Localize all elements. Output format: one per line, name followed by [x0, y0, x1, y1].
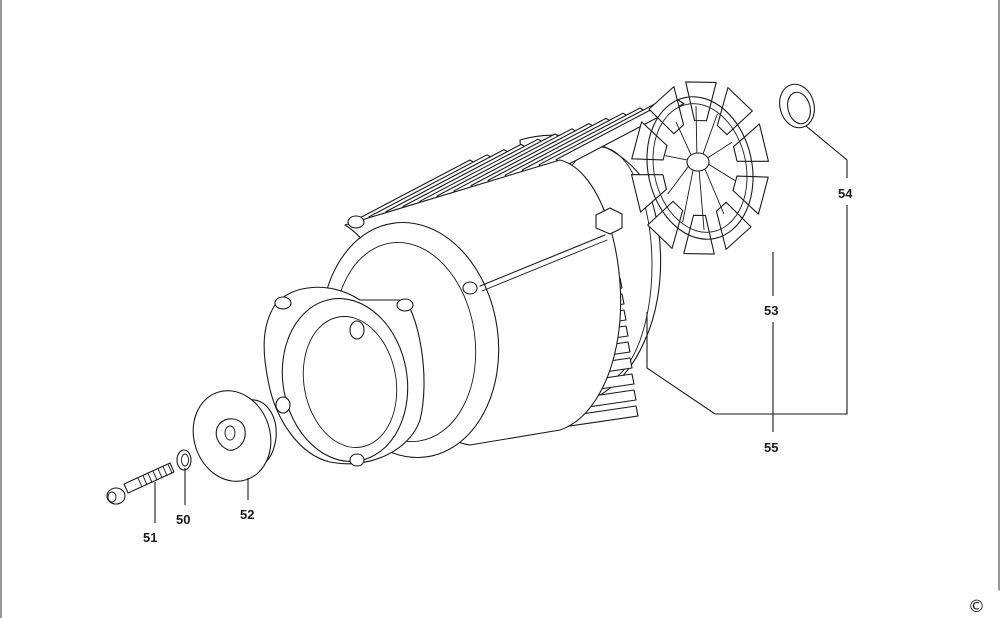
tie-rod-edge: [481, 239, 608, 292]
flange-plate-cam: [215, 418, 246, 451]
fan-blade: [715, 201, 752, 250]
fan-blade: [647, 200, 684, 249]
fan-spoke: [667, 165, 690, 195]
fan-spoke: [702, 113, 718, 155]
thread: [147, 472, 153, 483]
fan-ring-inner: [652, 103, 748, 233]
callout-55: 55: [764, 440, 778, 455]
fan-blade: [648, 86, 685, 135]
fan-spoke: [706, 141, 733, 159]
washer-inner: [181, 453, 189, 467]
fan-blade: [685, 81, 717, 122]
boss: [274, 296, 292, 310]
flange-plate: [192, 390, 277, 482]
fan-spoke: [704, 168, 725, 215]
callout-53: 53: [764, 303, 778, 318]
boss: [347, 215, 365, 229]
boss: [462, 281, 478, 295]
fan-blade: [631, 174, 668, 213]
fan-spokes: [665, 105, 735, 231]
fan-blade: [631, 121, 668, 161]
cam-bore: [224, 425, 236, 441]
fan-hub: [686, 152, 710, 172]
callout-52: 52: [240, 507, 254, 522]
fan-blade: [732, 175, 769, 215]
thread: [157, 468, 163, 479]
fan-spoke: [695, 105, 698, 154]
cooling-fan: [631, 81, 769, 255]
fan-spoke: [675, 121, 692, 156]
callout-54: 54: [838, 186, 853, 201]
collar-bosses: [274, 215, 478, 467]
leader-lines: [154, 125, 848, 523]
callout-51: 51: [143, 530, 157, 545]
cap-screw: [106, 462, 175, 505]
ring-inner: [787, 91, 811, 125]
fan-spoke: [707, 163, 735, 181]
tie-rod: [479, 234, 606, 287]
thread: [162, 466, 168, 476]
fan-spoke: [665, 155, 689, 161]
thread: [167, 463, 173, 474]
fan-spoke: [682, 169, 694, 223]
thread: [142, 475, 148, 486]
fan-spoke: [698, 170, 705, 231]
retaining-ring: [779, 83, 815, 129]
leader-54: [805, 125, 848, 178]
fan-blades: [631, 81, 769, 255]
boss: [349, 453, 365, 467]
leader-55-bracket: [646, 205, 848, 415]
fan-blade: [716, 87, 753, 136]
fan-ring: [646, 96, 754, 240]
callout-50: 50: [176, 512, 190, 527]
thread: [137, 477, 143, 488]
screw-socket: [107, 491, 117, 503]
screw-threads: [137, 463, 173, 488]
shaft-nut: [595, 207, 623, 235]
motor-assembly: [263, 97, 685, 467]
fan-blade: [683, 214, 715, 255]
boss: [396, 298, 414, 312]
washer: [176, 449, 192, 471]
copyright-mark: ©: [968, 597, 985, 617]
boss: [275, 396, 291, 414]
thread: [152, 470, 158, 481]
boss: [349, 320, 365, 340]
fan-blade: [732, 123, 769, 162]
screw-shank: [123, 462, 175, 494]
collar-inner-bore: [302, 316, 398, 448]
